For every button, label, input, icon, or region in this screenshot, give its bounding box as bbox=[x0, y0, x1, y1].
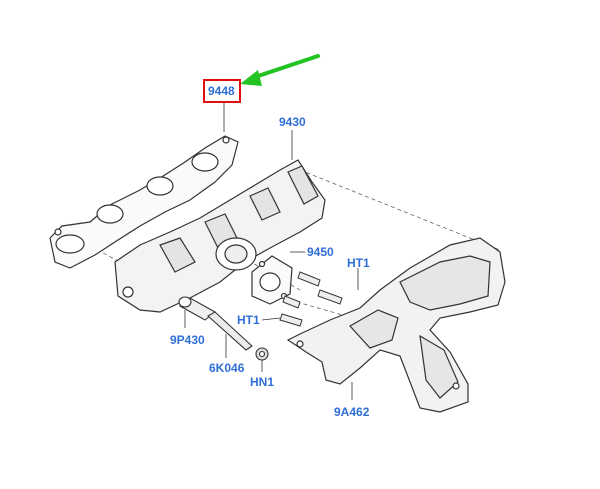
leader-ht1-left bbox=[261, 317, 281, 321]
label-ht1-left[interactable]: HT1 bbox=[237, 313, 260, 327]
label-9448[interactable]: 9448 bbox=[208, 84, 235, 98]
manifold-gasket bbox=[49, 135, 239, 269]
long-stud bbox=[207, 311, 253, 351]
guide-lines bbox=[59, 169, 501, 321]
label-hn1[interactable]: HN1 bbox=[250, 375, 275, 389]
highlight-box-9448 bbox=[203, 79, 241, 103]
label-ht1-right[interactable]: HT1 bbox=[347, 256, 370, 270]
label-9p430[interactable]: 9P430 bbox=[170, 333, 205, 347]
heat-shield bbox=[286, 237, 506, 413]
label-9430[interactable]: 9430 bbox=[279, 115, 306, 129]
label-9450[interactable]: 9450 bbox=[307, 245, 334, 259]
studs-left bbox=[279, 313, 303, 327]
exhaust-manifold bbox=[114, 159, 326, 313]
label-6k046[interactable]: 6K046 bbox=[209, 361, 245, 375]
hex-nut bbox=[255, 347, 269, 361]
green-arrow-icon bbox=[240, 54, 320, 86]
label-9a462[interactable]: 9A462 bbox=[334, 405, 370, 419]
studs-right bbox=[282, 271, 343, 309]
